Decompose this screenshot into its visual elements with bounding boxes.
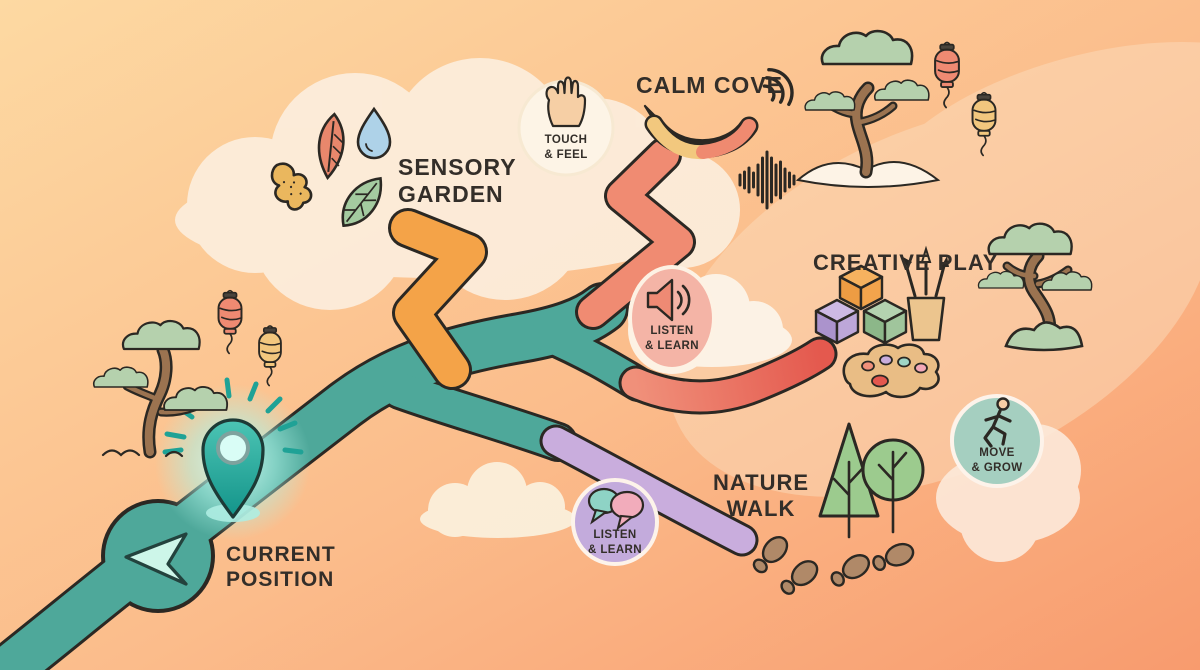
water-drop-icon [356,106,392,160]
label-nature-walk[interactable]: NATURE WALK [712,470,810,521]
badge-label-listen-learn-audio[interactable]: LISTEN & LEARN [645,325,699,352]
hand-icon [545,76,587,128]
cloud-shape [420,462,576,538]
label-calm-cove[interactable]: CALM COVE [636,72,783,98]
paint-palette-icon [842,343,940,399]
label-creative-play[interactable]: CREATIVE PLAY [813,250,999,275]
navigation-arrow-icon [124,532,188,586]
badge-label-move-grow[interactable]: MOVE & GROW [971,447,1023,474]
brush-cup-icon [903,245,949,342]
oak-leaf-icon [270,162,313,211]
sound-waves-icon [762,67,794,107]
speaker-icon [646,278,691,322]
badge-listen-learn-chat[interactable] [571,478,659,566]
chat-bubbles-icon [587,487,645,531]
bonsai-tree-icon [92,319,229,459]
badge-listen-learn-audio[interactable] [628,265,716,371]
badge-label-touch-feel[interactable]: TOUCH & FEEL [544,134,588,161]
bonsai-tree-icon [977,222,1093,352]
path-creative-play [618,336,838,415]
path-nature-walk [539,424,759,557]
path-main-teal [0,282,656,670]
red-leaf-icon [317,112,345,181]
path-sensory-garden [388,208,488,390]
label-sensory-garden[interactable]: SENSORY GARDEN [398,154,517,208]
hammock-icon [643,104,759,160]
bonsai-tree-icon [795,29,941,188]
label-current-position: CURRENT POSITION [226,543,336,591]
badge-touch-feel[interactable] [517,76,615,177]
building-blocks-icon [814,264,908,345]
runner-icon [983,397,1012,448]
round-tree-icon [861,438,925,534]
green-leaf-icon [341,176,383,228]
badge-move-grow[interactable] [950,394,1044,488]
location-pin-icon[interactable] [155,377,311,540]
path-calm-cove [575,137,696,330]
badge-label-listen-learn-chat[interactable]: LISTEN & LEARN [588,529,642,556]
waveform-icon [738,150,796,210]
